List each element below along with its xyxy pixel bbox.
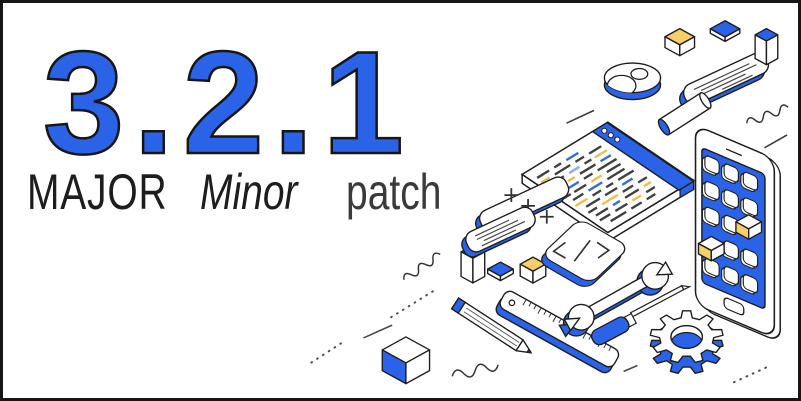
wrench <box>558 260 674 338</box>
home-button <box>723 297 745 316</box>
screwdriver-handle <box>590 316 630 346</box>
version-major: 3 <box>42 21 134 184</box>
dotted-line-1 <box>310 339 346 364</box>
isometric-dev-illustration <box>310 20 791 385</box>
dash-line-2 <box>764 134 788 149</box>
ruler-hole <box>508 299 516 307</box>
squiggle-line-1 <box>400 250 444 284</box>
label-patch: patch <box>346 164 442 220</box>
version-number: 3.2.1 <box>42 28 413 177</box>
smartphone-app-grid <box>694 128 781 339</box>
dotted-line-2 <box>390 288 437 319</box>
card-text-lines <box>461 206 536 258</box>
dash-line-1 <box>566 109 595 124</box>
donut-chart-disc <box>603 62 662 101</box>
label-major: MAJOR <box>27 164 168 220</box>
dash-line-3 <box>363 324 393 339</box>
screwdriver <box>590 284 692 346</box>
label-minor: Minor <box>200 164 298 220</box>
gear <box>649 310 724 374</box>
flat-blue-diamond <box>709 20 741 43</box>
squiggle-line-3 <box>744 102 791 128</box>
pencil <box>450 297 533 354</box>
version-minor: 2 <box>182 21 273 184</box>
version-patch: 1 <box>321 21 413 184</box>
cube-blue-left-face <box>381 336 431 385</box>
cylinder-pill <box>657 92 712 136</box>
phone-speaker <box>726 148 742 157</box>
app-cube-icons <box>697 214 763 262</box>
dotted-line-3 <box>732 365 770 384</box>
plus-icons <box>504 188 554 224</box>
tall-box-blue-top <box>754 27 779 66</box>
dash-line-4 <box>623 364 638 373</box>
flat-blue-diamond-small <box>486 261 514 282</box>
ground-marks <box>310 288 770 384</box>
app-cube-yellow-left-2 <box>697 235 725 262</box>
app-cube-yellow-left-1 <box>735 214 763 240</box>
titlebar-dots <box>601 127 621 143</box>
version-separator-1: . <box>132 21 183 184</box>
code-tag-icon <box>552 239 611 262</box>
code-brackets-slab <box>541 221 626 287</box>
version-separator-2: . <box>272 21 323 184</box>
cube-yellow-top <box>664 27 696 57</box>
squiggle-line-2 <box>451 363 499 378</box>
